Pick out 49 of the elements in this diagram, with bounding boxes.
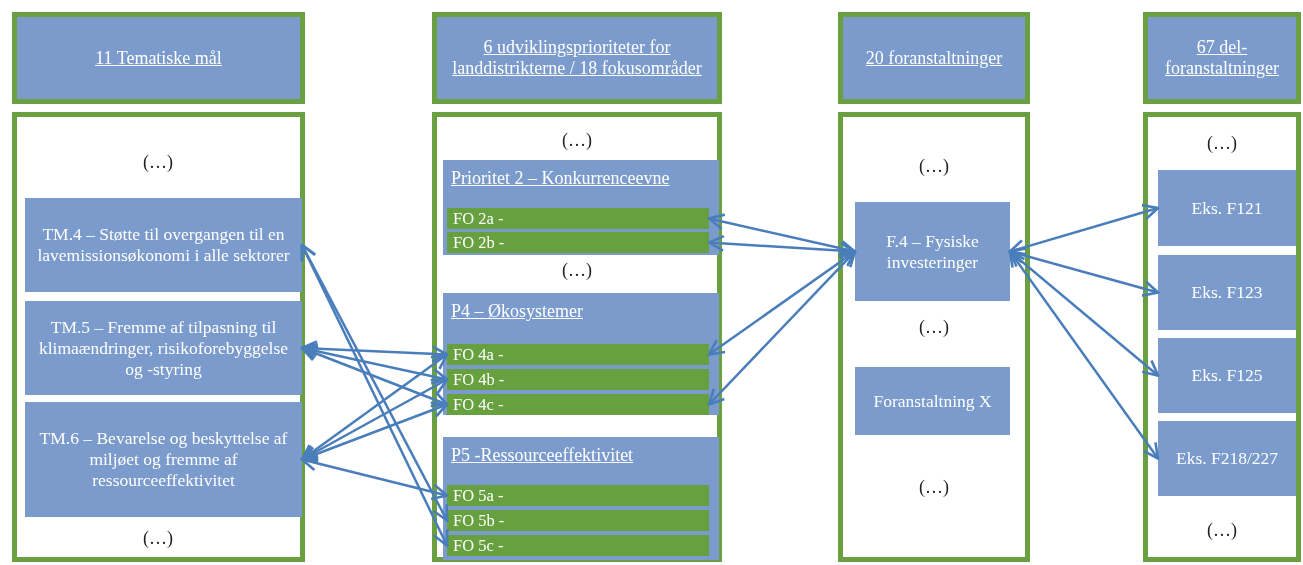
- ellipsis-note: (…): [1207, 519, 1237, 541]
- ellipsis-note: (…): [919, 316, 949, 338]
- item-box: Eks. F125: [1158, 338, 1296, 413]
- column-panel: [432, 112, 722, 562]
- double-arrow: [1008, 203, 1160, 256]
- column-panel: [838, 112, 1030, 562]
- double-arrow: [707, 234, 857, 260]
- column-panel: [1143, 112, 1301, 562]
- focus-area-bar: FO 4a -: [447, 344, 709, 365]
- double-arrow: [707, 250, 857, 356]
- double-arrow: [1008, 250, 1160, 460]
- double-arrow: [707, 250, 857, 406]
- ellipsis-note: (…): [143, 151, 173, 173]
- ellipsis-note: (…): [1207, 132, 1237, 154]
- focus-area-bar: FO 5b -: [447, 510, 709, 531]
- column-header: 67 del- foranstaltninger: [1143, 12, 1301, 104]
- double-arrow: [707, 213, 857, 257]
- focus-area-bar: FO 2a -: [447, 208, 709, 229]
- ellipsis-note: (…): [562, 259, 592, 281]
- item-box: TM.4 – Støtte til overgangen til en lavemissionsøkonomi i alle sektorer: [25, 198, 302, 292]
- column-panel: [12, 112, 305, 562]
- double-arrow: [300, 454, 449, 501]
- focus-area-bar: FO 5c -: [447, 535, 709, 556]
- double-arrow: [300, 353, 449, 461]
- double-arrow: [300, 340, 449, 363]
- item-box: TM.6 – Bevarelse og beskyttelse af miljøet og fremme af ressourceeffektivitet: [25, 402, 302, 517]
- ellipsis-note: (…): [562, 129, 592, 151]
- focus-area-bar: FO 4b -: [447, 369, 709, 390]
- priority-box: P5 -Ressourceeffektivitet FO 5a - FO 5b - FO 5c -: [443, 437, 719, 560]
- double-arrow: [300, 378, 449, 461]
- ellipsis-note: (…): [919, 155, 949, 177]
- focus-area-bar: FO 5a -: [447, 485, 709, 506]
- item-box: Eks. F218/227: [1158, 421, 1296, 496]
- ellipsis-note: (…): [143, 527, 173, 549]
- item-box: Eks. F121: [1158, 170, 1296, 246]
- priority-box: Prioritet 2 – Konkurrenceevne FO 2a - FO 2b -: [443, 160, 719, 255]
- column-header: 20 foranstaltninger: [838, 12, 1030, 104]
- column-header: 6 udviklingsprioriteter for landdistrikterne / 18 fokusområder: [432, 12, 722, 104]
- ellipsis-note: (…): [919, 476, 949, 498]
- item-box: Eks. F123: [1158, 255, 1296, 330]
- focus-area-bar: FO 4c -: [447, 394, 709, 415]
- item-box: Foranstaltning X: [855, 367, 1010, 435]
- item-box: F.4 – Fysiske investeringer: [855, 202, 1010, 301]
- column-header: 11 Tematiske mål: [12, 12, 305, 104]
- priority-box: P4 – Økosystemer FO 4a - FO 4b - FO 4c -: [443, 293, 719, 415]
- double-arrow: [300, 345, 449, 408]
- item-box: TM.5 – Fremme af tilpasning til klimaændringer, risikoforebyggelse og -styring: [25, 301, 302, 395]
- double-arrow: [300, 342, 449, 385]
- focus-area-bar: FO 2b -: [447, 232, 709, 253]
